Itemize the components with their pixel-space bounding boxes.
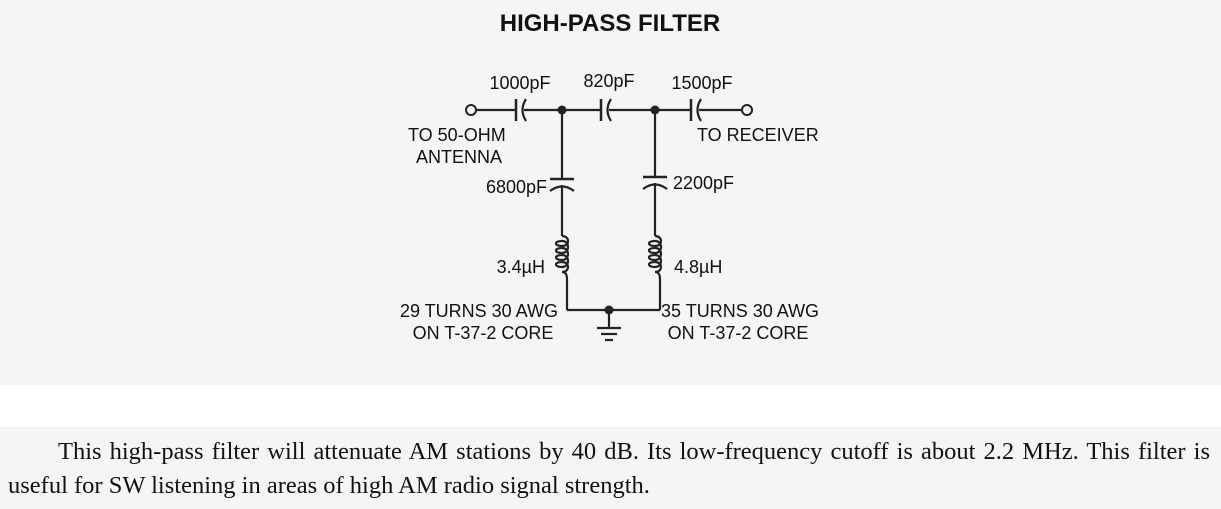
capacitor-c5-symbol (642, 175, 668, 190)
output-terminal (741, 104, 753, 116)
c1-value: 1000pF (489, 73, 550, 93)
input-terminal (465, 104, 477, 116)
diagram-title: HIGH-PASS FILTER (500, 10, 720, 37)
caption-panel (0, 427, 1221, 509)
c5-value: 2200pF (673, 173, 734, 193)
capacitor-c2-symbol (599, 98, 612, 122)
schematic: HIGH-PASS FILTER 1000pF 820pF 1500pF TO … (400, 10, 819, 343)
input-label-line2: ANTENNA (416, 147, 502, 167)
diagram-panel (0, 0, 1221, 385)
l1-winding-note-line2: ON T-37-2 CORE (413, 323, 554, 343)
capacitor-c4-symbol (549, 177, 575, 192)
inductor-l1-symbol (554, 234, 570, 310)
l2-value: 4.8µH (674, 257, 722, 277)
c3-value: 1500pF (671, 73, 732, 93)
capacitor-c3-symbol (689, 98, 702, 122)
inductor-l2-symbol (647, 234, 663, 310)
l1-value: 3.4µH (497, 257, 545, 277)
ground-icon (597, 310, 621, 342)
input-label-line1: TO 50-OHM (408, 125, 506, 145)
caption-text: This high-pass filter will attenuate AM … (8, 438, 1210, 499)
l1-winding-note-line1: 29 TURNS 30 AWG (400, 301, 558, 321)
l2-winding-note-line2: ON T-37-2 CORE (668, 323, 809, 343)
output-label: TO RECEIVER (697, 125, 819, 145)
c4-value: 6800pF (486, 177, 547, 197)
c2-value: 820pF (583, 71, 634, 91)
l2-winding-note-line1: 35 TURNS 30 AWG (661, 301, 819, 321)
capacitor-c1-symbol (514, 98, 527, 122)
shunt-wires (560, 110, 657, 236)
